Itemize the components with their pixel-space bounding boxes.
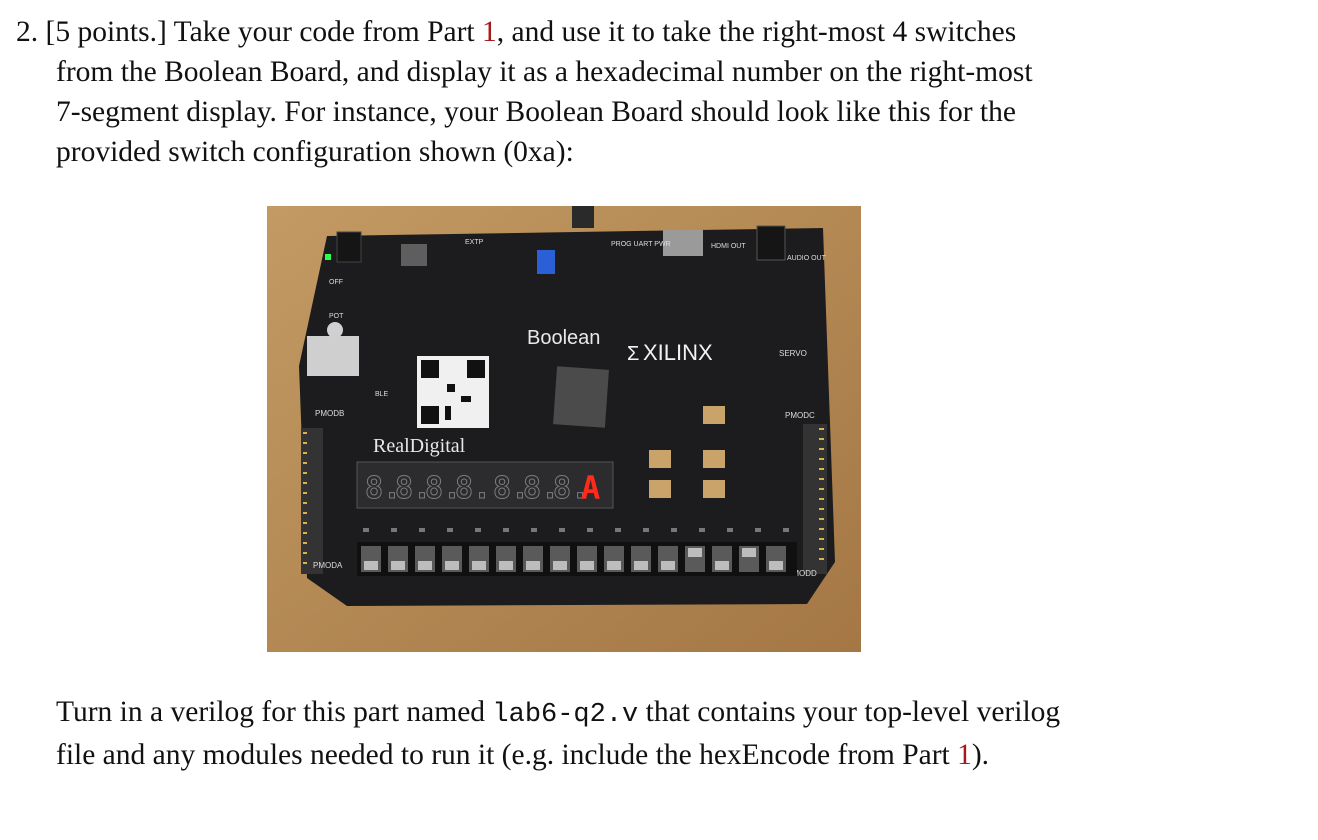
question-line-4: provided switch configuration shown (0xa… [56, 136, 574, 168]
seven-seg-digit-1: 8. [395, 471, 431, 506]
audio-jack [756, 225, 786, 261]
part-1-reference-link[interactable]: 1 [482, 16, 497, 48]
hdmi-label: HDMI OUT [711, 243, 746, 250]
hdmi-port [663, 230, 703, 256]
question-line-2: from the Boolean Board, and display it a… [56, 56, 1033, 88]
ble-label: BLE [375, 391, 389, 398]
seven-seg-digit-4: 8. [493, 471, 529, 506]
ble-module [307, 336, 359, 376]
boolean-board-photo: Boolean XILINX Σ RealDigital PMODB PMODA… [267, 206, 861, 652]
turn-in-line-1: Turn in a verilog for this part named la… [56, 696, 1061, 730]
question-text: 2. [5 points.] Take your code from Part … [16, 12, 1176, 172]
xilinx-label: XILINX [643, 340, 713, 365]
fpga-chip [553, 366, 609, 428]
pmod-pins-right [803, 424, 827, 574]
question-line-1: 2. [5 points.] Take your code from Part … [16, 16, 1017, 48]
pot-label: POT [329, 313, 344, 320]
boolean-label: Boolean [527, 327, 600, 349]
turn-in-line-2: file and any modules needed to run it (e… [56, 739, 990, 771]
seven-seg-digit-3: 8. [455, 471, 491, 506]
usb-cable [572, 206, 594, 228]
push-buttons [649, 406, 725, 498]
pmodc-label: PMODC [785, 411, 815, 420]
inductor [401, 244, 427, 266]
seven-seg-digit-5: 8. [523, 471, 559, 506]
question-line-3: 7-segment display. For instance, your Bo… [56, 96, 1016, 128]
realdigital-label: RealDigital [373, 435, 466, 457]
turn-in-instructions: Turn in a verilog for this part named la… [56, 692, 1196, 775]
led-row [363, 528, 789, 532]
seven-seg-digit-0: 8. [365, 471, 401, 506]
power-led [325, 254, 331, 260]
slide-switches [357, 542, 797, 576]
extp-label: EXTP [465, 239, 484, 246]
pmoda-label: PMODA [313, 561, 343, 570]
potentiometer-knob [327, 322, 343, 338]
power-jack [336, 231, 362, 263]
xilinx-logo-icon: Σ [627, 343, 639, 365]
off-label: OFF [329, 279, 343, 286]
seven-seg-digit-6: 8. [553, 471, 589, 506]
seven-seg-digit-2: 8. [425, 471, 461, 506]
filename-code: lab6-q2.v [492, 700, 639, 730]
audio-label: AUDIO OUT [787, 255, 827, 262]
prog-uart-label: PROG UART PWR [611, 241, 671, 248]
pmodb-label: PMODB [315, 409, 344, 418]
blue-jumper [537, 250, 555, 274]
board-illustration: Boolean XILINX Σ RealDigital PMODB PMODA… [267, 206, 861, 652]
seven-seg-digit-7-lit: A [581, 469, 600, 507]
pmodd-label: PMODD [787, 569, 817, 578]
pmod-pins-left [301, 428, 323, 574]
servo-label: SERVO [779, 349, 807, 358]
part-1-reference-link-2[interactable]: 1 [957, 739, 972, 771]
seven-segment-display [356, 461, 614, 509]
